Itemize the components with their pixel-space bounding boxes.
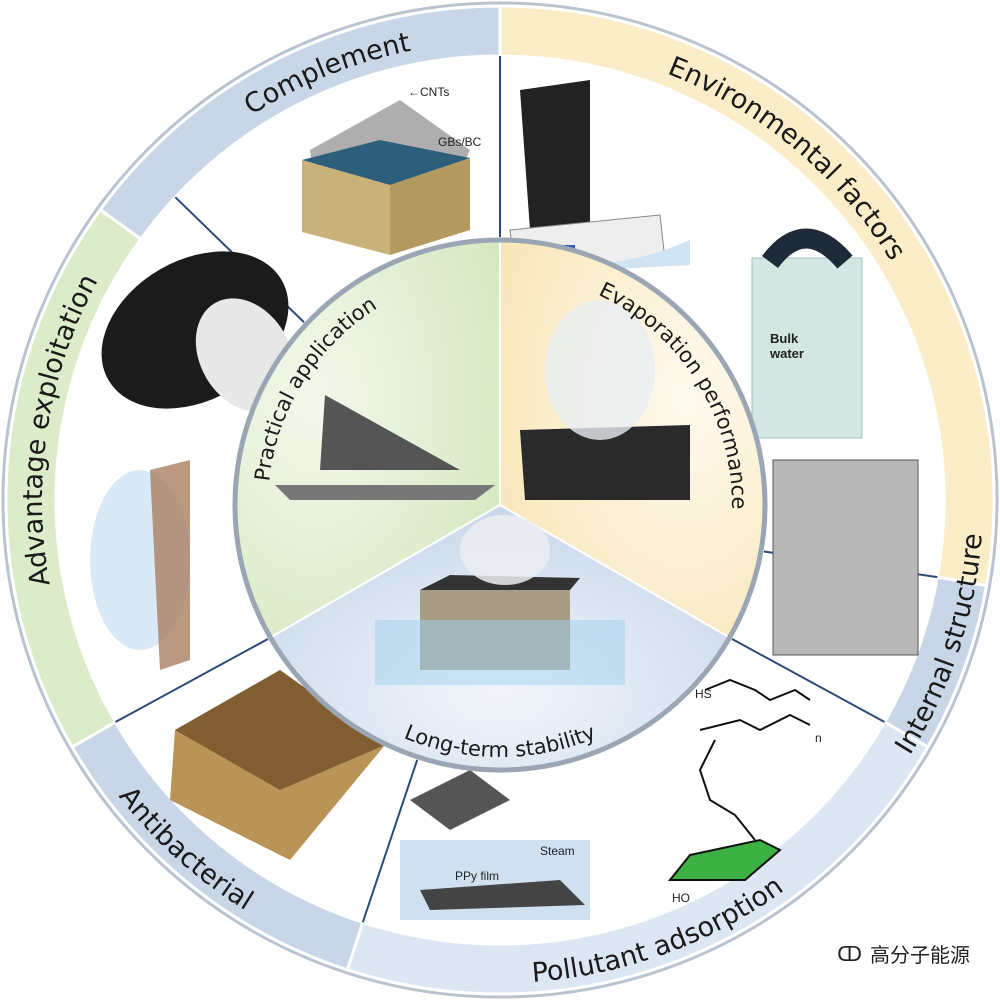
ppy-film-label: PPy film [455,869,499,883]
watermark-text: 高分子能源 [870,943,970,967]
inner-circle [234,238,766,771]
cnt-cube-illustration: ←CNTs GBs/BC [302,85,482,255]
steam-label: Steam [540,844,575,858]
divider-line [731,638,885,723]
gbs-bc-label: GBs/BC [438,135,482,149]
internal-structure-image [772,459,919,656]
chemical-structure-illustration: HS n HO [667,678,822,905]
bulk-water-container-illustration: Bulk water [751,228,863,439]
divider-line [361,759,419,923]
watermark: ↀ 高分子能源 [837,939,970,968]
n-subscript: n [815,731,822,745]
hs-label: HS [695,687,712,701]
divider-line [115,638,269,723]
cnts-label: ←CNTs [408,85,449,99]
wechat-icon: ↀ [837,941,862,966]
bulk-label: Bulk [770,331,799,346]
ho-label: HO [672,891,690,905]
inner-circle-border [232,237,768,773]
water-label: water [769,346,804,361]
honeycomb-illustration [170,670,385,860]
inner-illustrations [275,300,690,685]
ppy-film-illustration: Steam PPy film [400,770,590,920]
vapor-panel-illustration [90,460,190,670]
